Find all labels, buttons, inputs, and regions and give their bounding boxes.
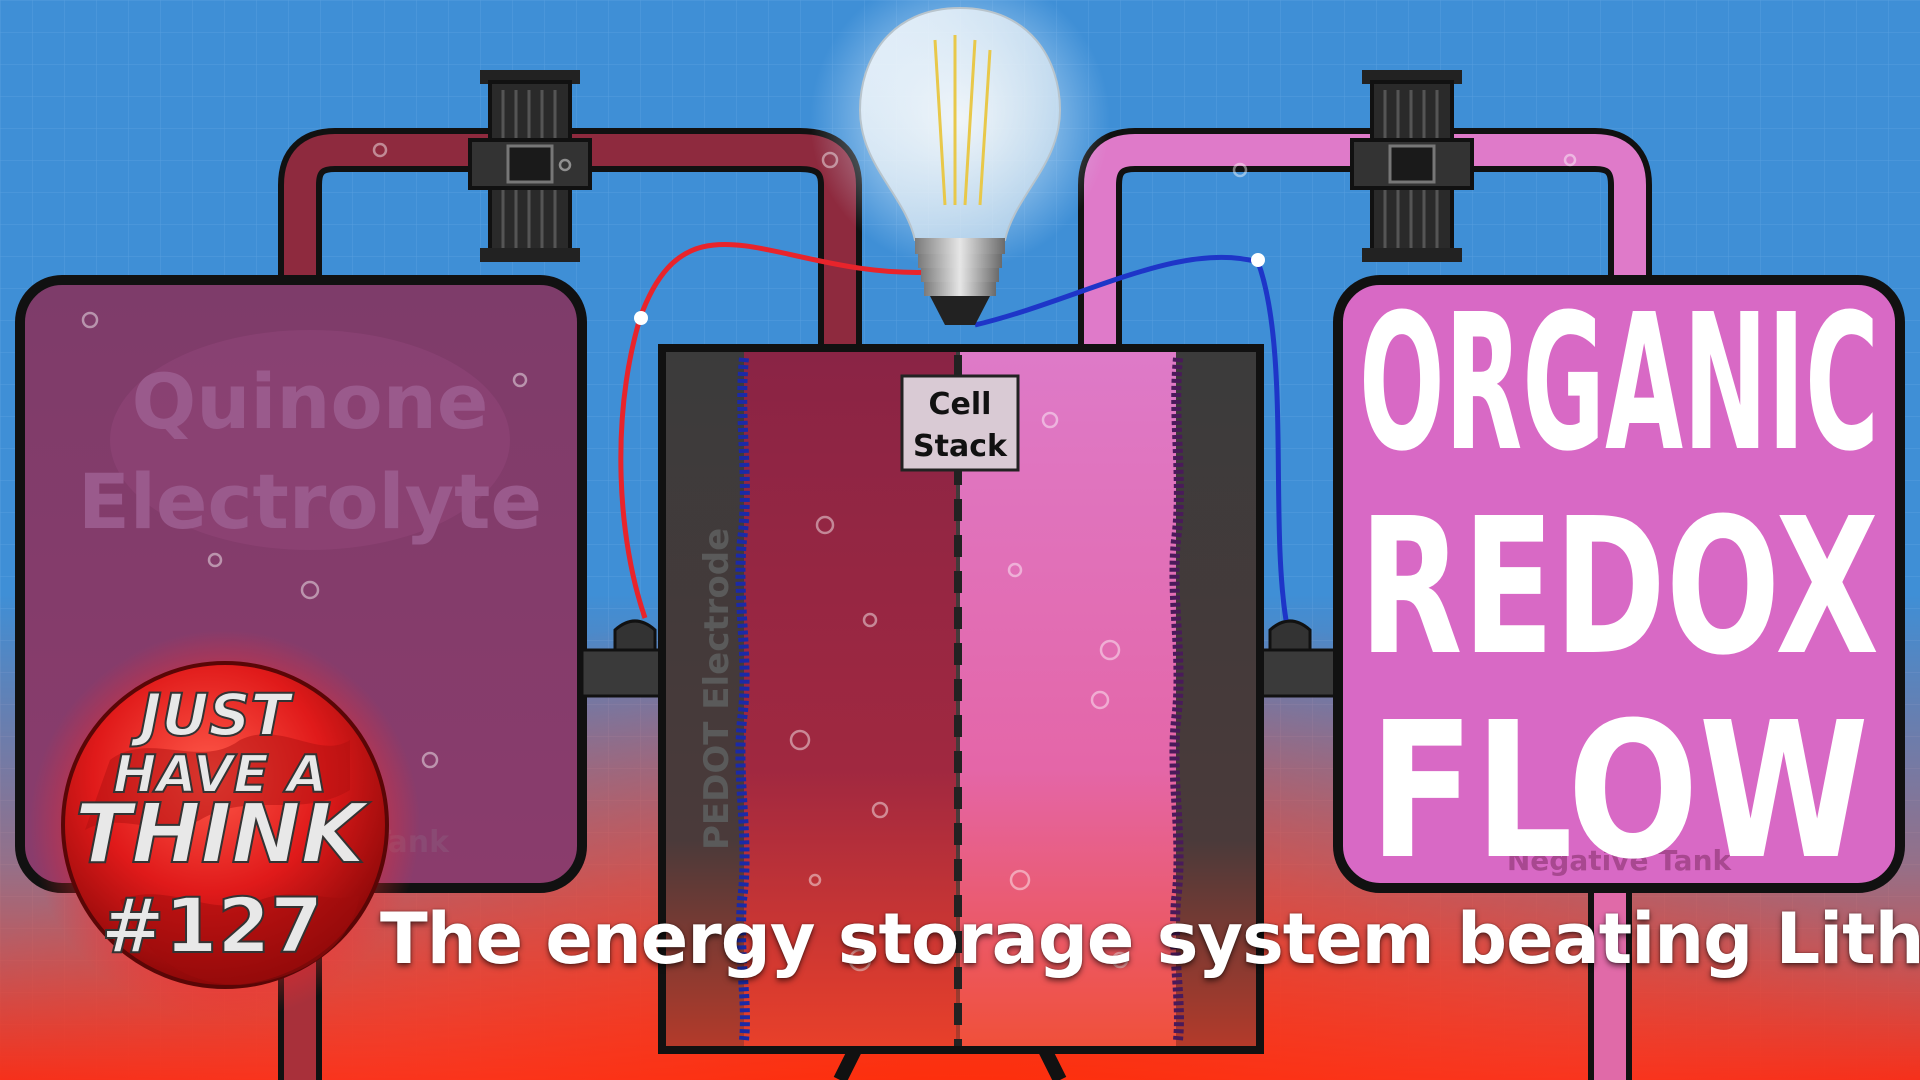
logo-text: THINK (75, 787, 371, 882)
connector-left (580, 619, 664, 698)
logo-globe-icon: JUST HAVE A THINK #127 (30, 630, 420, 1020)
logo-text: HAVE A (113, 745, 327, 805)
title-line: ORGANIC (1359, 274, 1879, 493)
wire-positive (618, 241, 936, 619)
left-tank-label: Electrolyte (78, 457, 542, 546)
headline: The energy storage system beating Lithiu… (380, 898, 1920, 980)
pump-icon (1350, 70, 1474, 262)
logo-text: JUST (130, 681, 294, 749)
left-tank: Quinone Electrolyte Tank (15, 275, 587, 893)
title-line: FLOW (1369, 682, 1869, 901)
cell-stack-label-box (900, 374, 1020, 472)
pump-icon (468, 70, 592, 262)
title-panel: Negative Tank ORGANIC REDOX FLOW (1333, 274, 1905, 901)
right-tank-caption: Negative Tank (1507, 844, 1733, 877)
left-tank-label: Quinone (132, 357, 489, 446)
episode-number: #127 (101, 881, 323, 970)
light-bulb-icon (810, 0, 1110, 325)
electrode-label: PEDOT Electrode (697, 528, 737, 850)
cell-stack-label: Cell (929, 387, 992, 422)
cell-stack-label: Stack (913, 429, 1008, 464)
title-line: REDOX (1359, 478, 1879, 697)
cell-stack: PEDOT Electrode Cell Stack (658, 344, 1264, 1054)
